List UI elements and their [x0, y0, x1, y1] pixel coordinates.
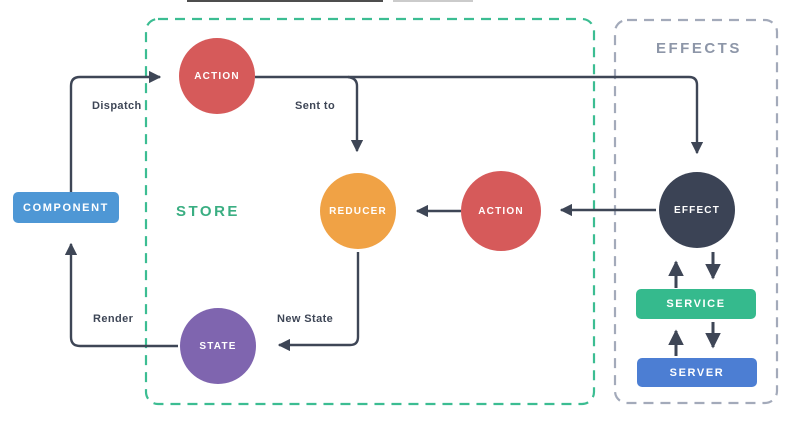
node-server-label: SERVER	[669, 366, 725, 379]
node-action-top-label: ACTION	[194, 70, 240, 82]
top-crop-artifact-line	[187, 0, 383, 2]
edge-component-to-action-dispatch	[69, 70, 162, 192]
edge-state-to-component-render	[64, 242, 178, 348]
node-component: COMPONENT	[13, 192, 119, 223]
top-crop-artifact-line-faint	[393, 0, 473, 2]
node-server: SERVER	[637, 358, 757, 387]
node-service-label: SERVICE	[666, 298, 726, 310]
store-region-border	[144, 17, 596, 406]
node-action-right: ACTION	[461, 171, 541, 251]
node-state-label: STATE	[199, 340, 237, 352]
edge-label-sent-to: Sent to	[295, 100, 336, 112]
edge-action-to-effect	[255, 75, 704, 155]
effects-region-label: EFFECTS	[656, 40, 742, 57]
node-action-right-label: ACTION	[478, 205, 524, 217]
node-reducer: REDUCER	[320, 173, 396, 249]
node-component-label: COMPONENT	[23, 201, 109, 214]
edge-label-new-state: New State	[277, 313, 334, 325]
node-service: SERVICE	[636, 289, 756, 319]
edge-label-dispatch: Dispatch	[92, 100, 142, 112]
node-effect-label: EFFECT	[673, 204, 721, 216]
node-reducer-label: REDUCER	[329, 205, 387, 217]
node-action-top: ACTION	[179, 38, 255, 114]
edge-action-to-reducer-sent-to	[347, 75, 364, 153]
edge-label-render: Render	[93, 313, 134, 325]
edge-reducer-to-state-new-state	[277, 252, 360, 352]
node-state: STATE	[180, 308, 256, 384]
effects-region-border	[613, 18, 779, 405]
node-effect: EFFECT	[659, 172, 735, 248]
store-region-label: STORE	[176, 203, 240, 220]
